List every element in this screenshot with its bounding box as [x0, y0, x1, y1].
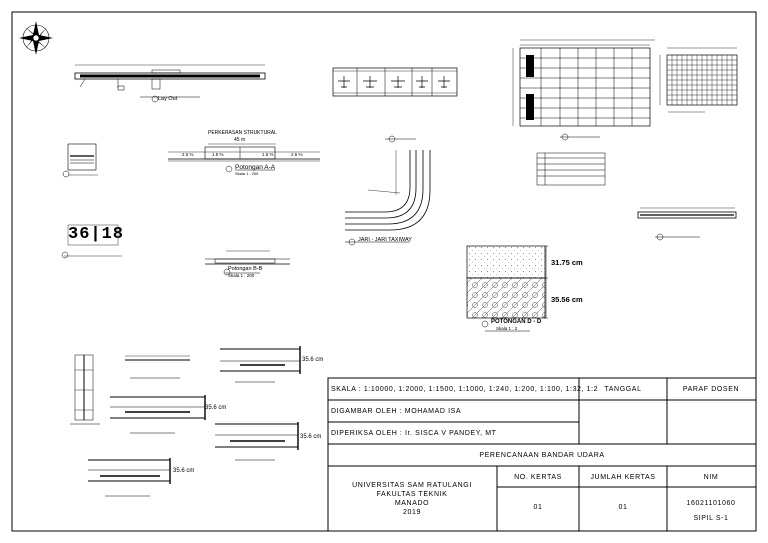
sheet-count-header: JUMLAH KERTAS	[590, 474, 656, 481]
section-dd-scale: Skala 1 : 2	[496, 326, 518, 331]
dowel-tie-bar-plan	[637, 207, 737, 238]
faculty-name: FAKULTAS TEKNIK	[376, 491, 448, 498]
taxiway-title: JARI - JARI TAXIWAY	[358, 237, 412, 243]
taxiway-fillet-drawing	[345, 150, 431, 231]
section-aa-title: Potongan A-A	[235, 164, 276, 171]
drawn-by: DIGAMBAR OLEH : MOHAMAD ISA	[331, 408, 462, 415]
legend-table	[536, 152, 606, 186]
joint-details	[70, 346, 301, 497]
section-bb-title: Potongan B-B	[228, 266, 263, 272]
slope-right-inner: 1.5 %	[262, 152, 274, 157]
section-bb-scale: Skala 1 : 200	[228, 273, 255, 278]
nim-value: 16021101060	[686, 500, 736, 507]
section-bb-drawing	[205, 250, 290, 274]
runway-designation: 36|18	[68, 225, 125, 244]
sheet-number: 01	[533, 504, 543, 511]
detail-dim-3: 35.6 cm	[300, 434, 322, 440]
slope-left-outer: 2.5 %	[182, 152, 194, 157]
section-aa-drawing	[168, 143, 320, 171]
section-dd-drawing	[466, 245, 548, 332]
north-arrow-icon	[19, 21, 53, 55]
section-dd-title: POTONGAN D - D	[491, 319, 542, 325]
runway-designation-marking	[64, 224, 122, 257]
dim-bottom-thickness: 35.56 cm	[551, 295, 583, 304]
year: 2019	[403, 509, 421, 516]
scale-label: SKALA : 1:10000, 1:2000, 1:1500, 1:1000,…	[331, 386, 599, 393]
project-title: PERENCANAAN BANDAR UDARA	[479, 452, 605, 459]
rigid-pavement-slab-plan	[512, 39, 655, 138]
slab-detail-small	[67, 143, 98, 176]
nim-header: NIM	[703, 474, 719, 481]
sheet-count: 01	[618, 504, 628, 511]
detail-dim-2: 35.6 cm	[205, 405, 227, 411]
sheet-number-header: NO. KERTAS	[514, 474, 562, 481]
pavement-title: PERKERASAN STRUKTURAL	[208, 130, 277, 136]
paraf-header: PARAF DOSEN	[682, 386, 740, 393]
section-aa-scale: Skala 1 : 200	[235, 171, 259, 176]
detail-dim-1: 35.6 cm	[302, 357, 324, 363]
date-header: TANGGAL	[604, 386, 642, 393]
section-markers	[61, 95, 664, 328]
city-name: MANADO	[394, 500, 430, 507]
dim-top-thickness: 31.75 cm	[551, 258, 583, 267]
pavement-width: 45 m	[234, 137, 246, 143]
detail-dim-4: 35.6 cm	[173, 468, 195, 474]
study-program: SIPIL S-1	[693, 515, 729, 522]
layout-title: Lay Out	[158, 96, 178, 102]
checked-by: DIPERIKSA OLEH : Ir. SISCA V PANDEY, MT	[331, 430, 497, 437]
university-name: UNIVERSITAS SAM RATULANGI	[352, 482, 472, 489]
slope-right-outer: 2.5 %	[291, 152, 303, 157]
slab-grid-detail	[659, 47, 738, 113]
slope-left-inner: 1.5 %	[212, 152, 224, 157]
layout-plan	[74, 64, 266, 98]
apron-parking-strip	[332, 67, 458, 97]
